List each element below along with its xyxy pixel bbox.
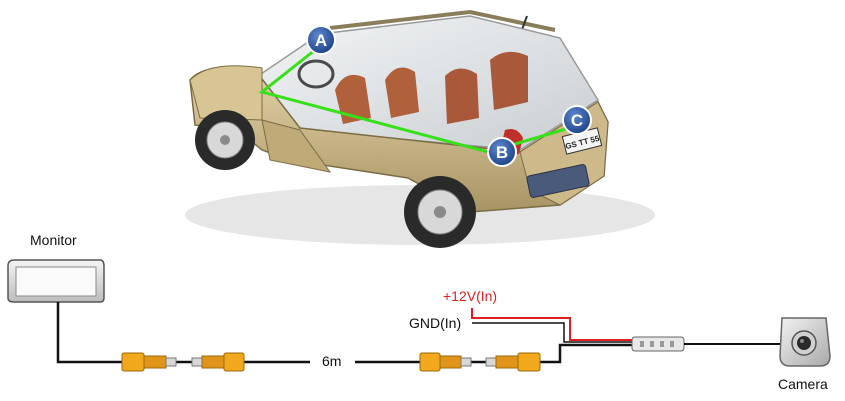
front-wheel: [195, 110, 255, 170]
rca-connector: [485, 352, 541, 372]
roof-rail: [329, 9, 556, 32]
front-seat-right: [385, 67, 419, 118]
car-illustration: GS TT 55 A B C: [185, 9, 655, 248]
rca-connector: [419, 352, 472, 372]
rca-connector: [121, 352, 177, 372]
camera-video-cable: [540, 343, 632, 364]
ground-label: GND(In): [409, 315, 462, 331]
monitor-label: Monitor: [30, 232, 77, 248]
rear-wheel: [404, 176, 476, 248]
camera-label: Camera: [778, 376, 828, 392]
marker-a: A: [306, 25, 336, 55]
front-door: [261, 119, 332, 173]
monitor: [7, 259, 105, 303]
rca-connector: [191, 352, 245, 372]
front-seat-left: [335, 74, 371, 124]
monitor-cable: [56, 302, 122, 364]
marker-b: B: [487, 137, 517, 167]
car-hood: [189, 65, 263, 121]
route-wire: [258, 44, 577, 154]
power-label: +12V(In): [443, 288, 498, 304]
marker-b-label: B: [496, 143, 508, 162]
camera: [779, 317, 831, 367]
marker-c: C: [562, 105, 592, 135]
power-wire: [471, 308, 632, 341]
rear-seat-2: [490, 51, 528, 110]
marker-c-label: C: [571, 111, 583, 130]
cable-length-label: 6m: [322, 353, 342, 369]
rear-bumper: [526, 164, 590, 198]
license-plate: GS TT 55: [561, 127, 603, 155]
ground-wire: [472, 322, 632, 343]
junction-box: [631, 336, 685, 352]
steering-wheel: [297, 59, 335, 89]
marker-a-label: A: [315, 31, 327, 50]
rear-seat: [445, 68, 479, 124]
